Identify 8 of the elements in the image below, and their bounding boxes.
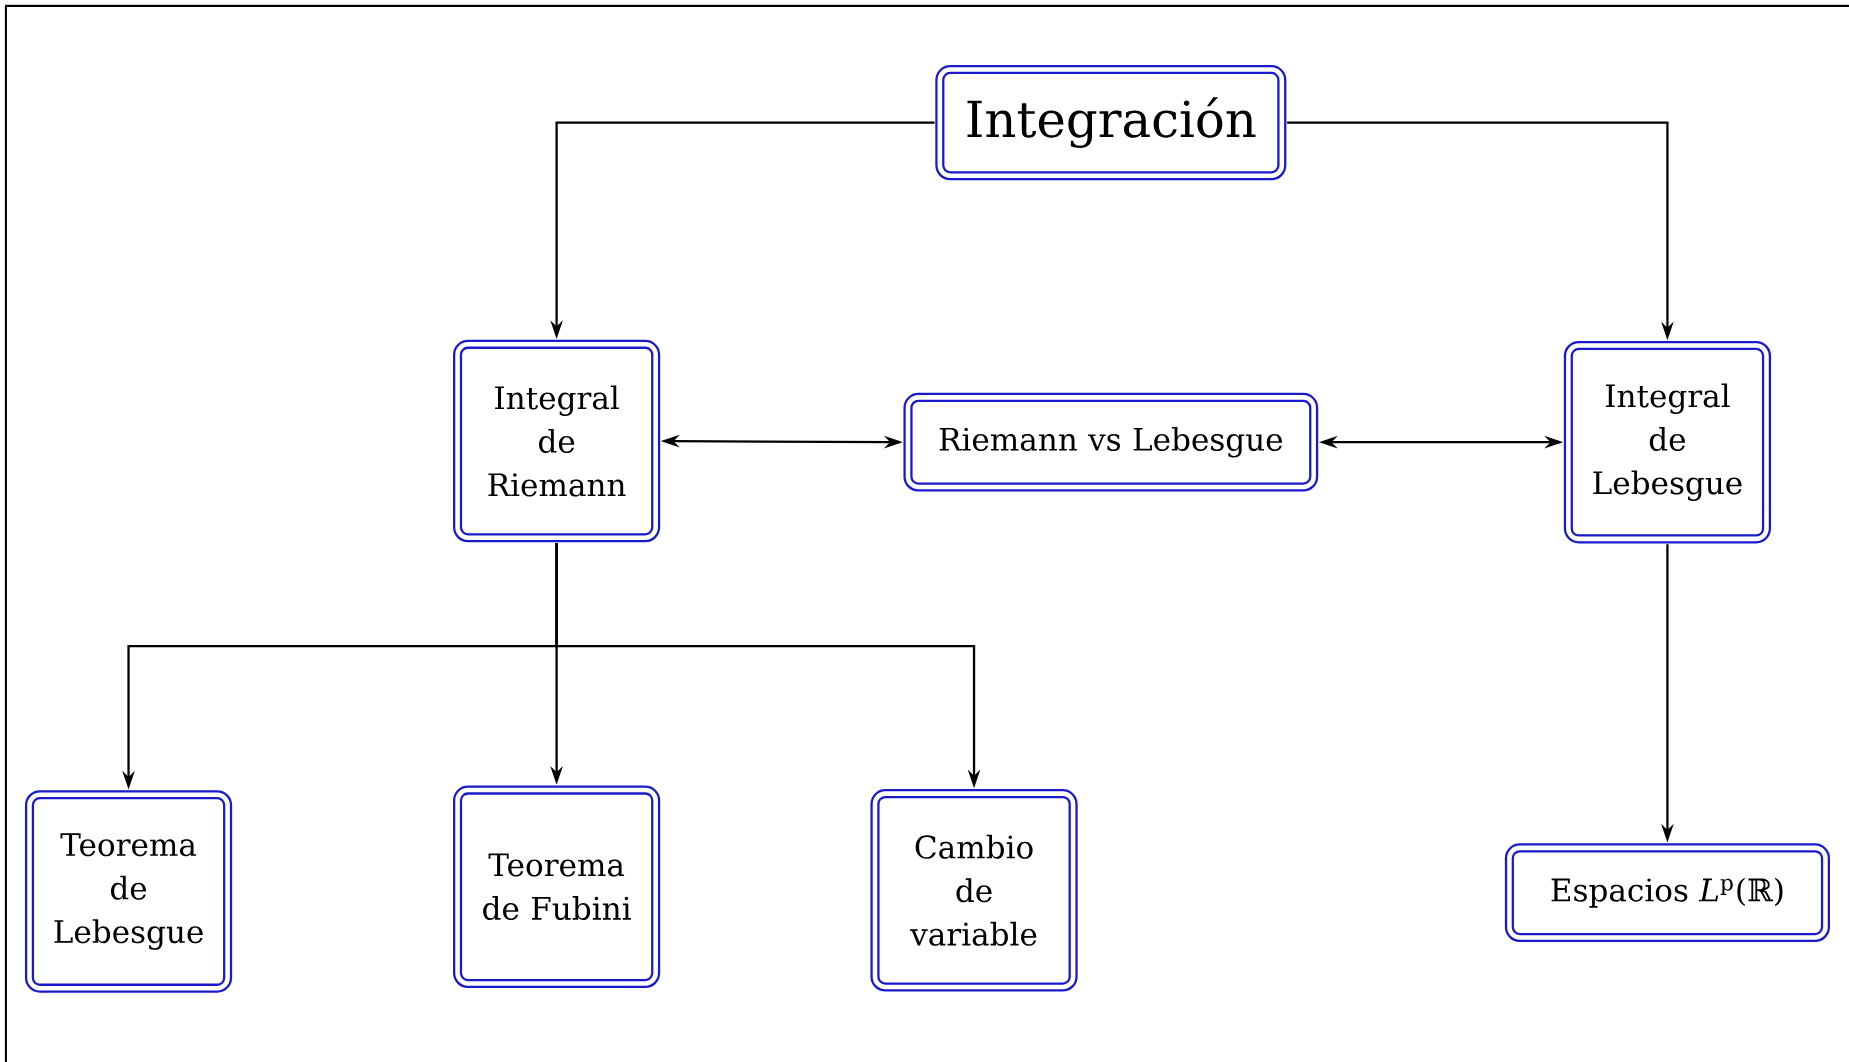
concept-box: Teorema de Lebesgue (24, 790, 233, 993)
title-box: Integración (935, 64, 1287, 181)
concept-box: Cambio de variable (870, 788, 1078, 992)
concept-box: Integral de Riemann (453, 339, 661, 543)
concept-box: Espacios L$^{p}$(ℝ) (1504, 843, 1830, 942)
concept-box: Riemann vs Lebesgue (903, 392, 1319, 492)
concept-box: Integral de Lebesgue (1563, 340, 1772, 544)
concept-box: Teorema de Fubini (453, 785, 661, 988)
